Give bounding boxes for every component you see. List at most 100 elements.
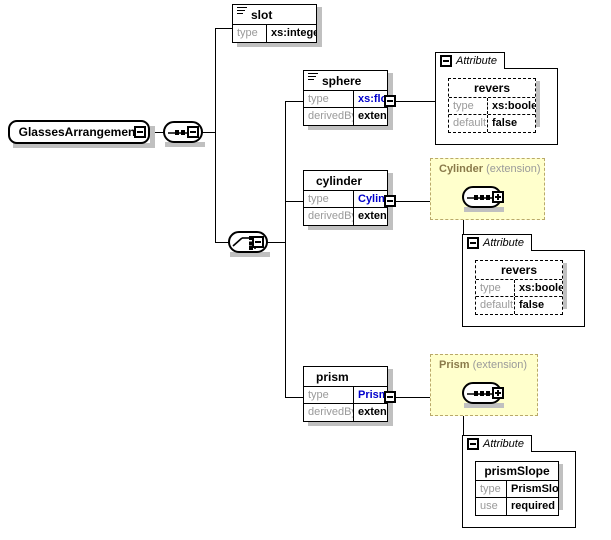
extension-group-prism-title: Prism (extension) [439, 359, 527, 371]
extension-prism-expand-toggle[interactable] [492, 387, 504, 399]
root-collapse-toggle[interactable] [134, 126, 146, 138]
slot-name: slot [251, 8, 273, 22]
extension-group-cylinder-title: Cylinder (extension) [439, 163, 541, 175]
sphere-derivedby-key: derivedBy [304, 108, 354, 125]
attribute-panel-cylinder: Attribute revers type xs:boolean default… [462, 234, 585, 327]
root-shadow-right [150, 126, 155, 148]
choice-shadow [230, 252, 270, 257]
prism-shadow [308, 421, 393, 426]
connector-branch-vertical [285, 101, 286, 398]
extension-qualifier: (extension) [486, 163, 541, 175]
connector-branch-to-cylinder [285, 201, 303, 202]
attribute-panel-prism: Attribute prismSlope type PrismSlope use… [462, 435, 576, 528]
ext-cyl-seq-shadow [464, 207, 504, 212]
attribute-name: revers [476, 261, 562, 280]
attribute-type-key: type [476, 481, 507, 497]
cylinder-shadow [308, 225, 393, 230]
attribute-row-default: default false [449, 115, 535, 132]
prism-type-value[interactable]: Prism [358, 389, 387, 401]
prism-type-key: type [304, 387, 354, 403]
attribute-type-value: PrismSlope [511, 483, 558, 495]
root-shadow [13, 143, 155, 148]
attribute-row-use: use required [476, 498, 558, 515]
connector-choice-to-branchtrunk [264, 242, 285, 243]
attribute-type-value: xs:boolean [519, 282, 562, 294]
attribute-panel-tab[interactable]: Attribute [462, 234, 532, 251]
attribute-box-prismSlope[interactable]: prismSlope type PrismSlope use required [475, 461, 559, 516]
sphere-row-type: type xs:float [304, 91, 387, 108]
attribute-name: prismSlope [476, 462, 558, 481]
attribute-panel-collapse-toggle[interactable] [440, 55, 452, 67]
element-box-sphere[interactable]: sphere type xs:float derivedBy extension [303, 70, 388, 126]
slot-shadow [237, 42, 322, 47]
sphere-derivedby-value: extension [358, 110, 387, 122]
prism-derivedby-key: derivedBy [304, 404, 354, 421]
attribute-default-key: default [476, 297, 515, 314]
attribute-panel-collapse-toggle[interactable] [467, 237, 479, 249]
attribute-panel-tab[interactable]: Attribute [435, 52, 505, 69]
connector-root-to-sequence [150, 132, 164, 133]
attribute-use-value: required [511, 500, 556, 512]
prism-derivedby-value: extension [358, 406, 387, 418]
sphere-name: sphere [322, 74, 362, 88]
cylinder-row-derivedby: derivedBy extension [304, 208, 387, 225]
choice-collapse-toggle[interactable] [252, 236, 264, 248]
attribute-row-type: type xs:boolean [449, 98, 535, 115]
connector-branch-to-sphere [285, 101, 303, 102]
element-box-slot[interactable]: slot type xs:integer [232, 4, 317, 43]
sphere-type-value[interactable]: xs:float [358, 93, 387, 105]
prism-row-derivedby: derivedBy extension [304, 404, 387, 421]
attribute-default-value: false [519, 299, 545, 311]
sphere-type-key: type [304, 91, 354, 107]
attribute-name: revers [449, 79, 535, 98]
extension-type-name: Cylinder [439, 163, 484, 175]
attribute-panel-tab-label: Attribute [456, 55, 497, 67]
attribute-row-type: type PrismSlope [476, 481, 558, 498]
connector-trunk-to-slot [215, 28, 232, 29]
connector-trunk-vertical [215, 28, 216, 243]
ext-prism-seq-shadow [464, 403, 504, 408]
sphere-shadow [308, 125, 393, 130]
cylinder-name: cylinder [316, 174, 363, 188]
cylinder-type-key: type [304, 191, 354, 207]
attribute-panel-tab-label: Attribute [483, 237, 524, 249]
element-box-cylinder[interactable]: cylinder type Cylinder derivedBy extensi… [303, 170, 388, 226]
attribute-panel-tab[interactable]: Attribute [462, 435, 532, 452]
cylinder-collapse-toggle[interactable] [384, 195, 396, 207]
attribute-row-type: type xs:boolean [476, 280, 562, 297]
prism-name: prism [316, 370, 349, 384]
sequence-collapse-toggle[interactable] [187, 126, 199, 138]
attr-shadow-right [559, 464, 563, 509]
prism-row-type: type Prism [304, 387, 387, 404]
attribute-panel-tab-label: Attribute [483, 438, 524, 450]
root-element-GlassesArrangement[interactable]: GlassesArrangement [8, 120, 150, 144]
prism-header: prism [304, 367, 387, 387]
root-element-label: GlassesArrangement [18, 125, 140, 139]
attribute-panel-collapse-toggle[interactable] [467, 438, 479, 450]
cylinder-type-value[interactable]: Cylinder [358, 193, 387, 205]
slot-row-type: type xs:integer [233, 25, 316, 42]
cylinder-header: cylinder [304, 171, 387, 191]
slot-type-value: xs:integer [271, 27, 316, 39]
extension-qualifier: (extension) [472, 359, 528, 371]
sphere-row-derivedby: derivedBy extension [304, 108, 387, 125]
connector-sequence-to-trunk [199, 132, 216, 133]
element-icon [308, 73, 318, 81]
attr-shadow-right [563, 263, 567, 308]
element-icon [237, 7, 247, 15]
slot-type-key: type [233, 25, 267, 42]
attribute-type-key: type [476, 280, 515, 296]
attribute-type-key: type [449, 98, 488, 114]
sphere-collapse-toggle[interactable] [384, 95, 396, 107]
attribute-default-value: false [492, 117, 518, 129]
sphere-header: sphere [304, 71, 387, 91]
attribute-box-revers[interactable]: revers type xs:boolean default false [448, 78, 536, 133]
attr-shadow-right [536, 81, 540, 126]
element-box-prism[interactable]: prism type Prism derivedBy extension [303, 366, 388, 422]
extension-cylinder-expand-toggle[interactable] [492, 191, 504, 203]
connector-trunk-to-choice [215, 242, 229, 243]
attribute-box-revers[interactable]: revers type xs:boolean default false [475, 260, 563, 315]
cylinder-derivedby-value: extension [358, 210, 387, 222]
slot-header: slot [233, 5, 316, 25]
prism-collapse-toggle[interactable] [384, 391, 396, 403]
